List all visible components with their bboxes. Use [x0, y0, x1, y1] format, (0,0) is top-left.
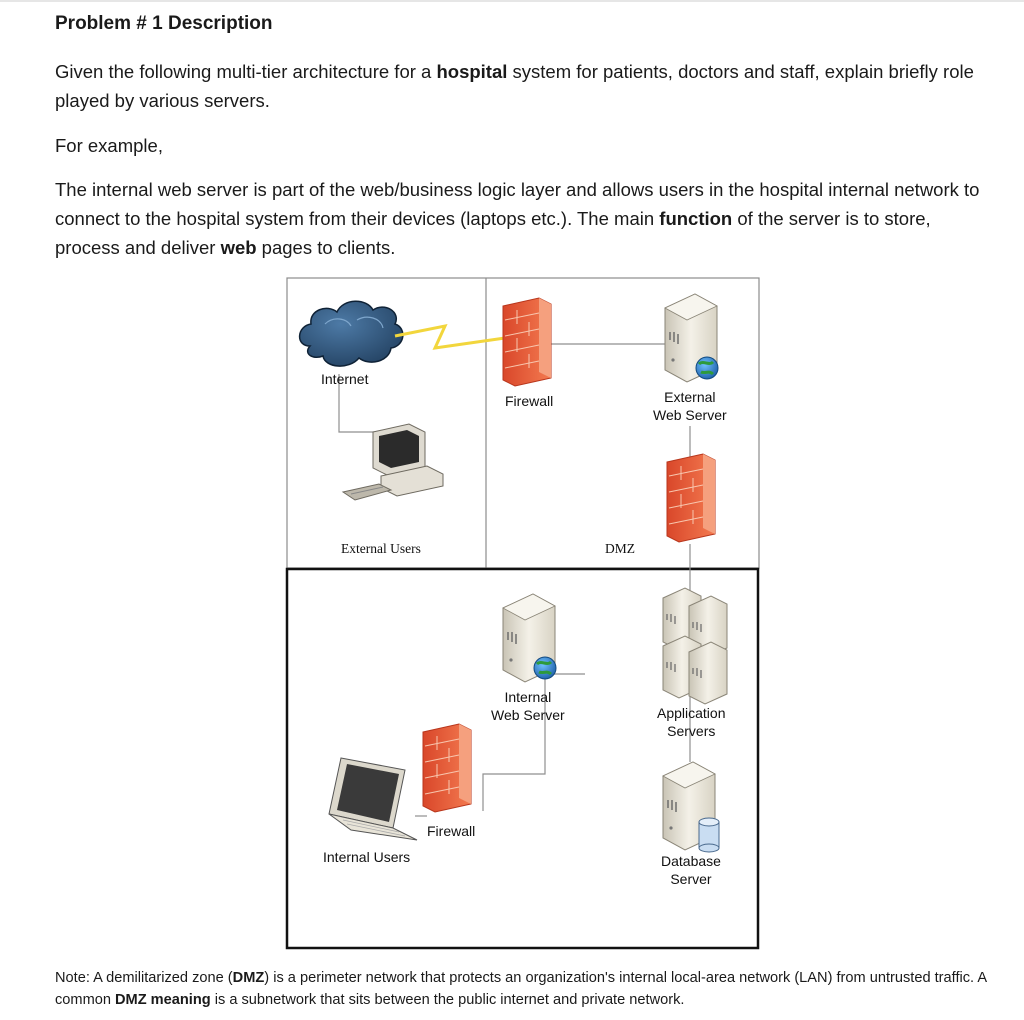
connection-lines	[338, 343, 691, 817]
note-bold-dmz-meaning: DMZ meaning	[115, 992, 211, 1008]
firewall-icon-bottom	[422, 723, 472, 813]
database-icon	[698, 817, 720, 853]
external-web-server-label: External Web Server	[653, 389, 727, 423]
diagram-canvas	[285, 277, 760, 950]
internal-users-label: Internal Users	[323, 849, 411, 865]
intro-text-end: system for patients, doctors and staff, …	[55, 61, 974, 111]
internal-web-server-label: Internal Web Server	[491, 689, 565, 723]
page-title: Problem # 1 Description	[55, 13, 273, 34]
example-lead: For example,	[55, 135, 163, 156]
note-text-end: is a subnetwork that sits between the pu…	[210, 992, 685, 1008]
example-bold-function: function	[659, 208, 733, 229]
network-architecture-diagram: Internet Firewall External Web Server Ex…	[285, 276, 763, 952]
database-server-label: Database Server	[661, 853, 721, 887]
example-text: The internal web server is part of the w…	[55, 179, 980, 229]
dmz-label: DMZ	[605, 541, 635, 556]
firewall-bottom-label: Firewall	[427, 823, 476, 839]
firewall-icon-top	[502, 297, 552, 387]
page-top-rule	[0, 0, 1024, 2]
example-bold-web: web	[220, 237, 257, 258]
note-bold-dmz: DMZ	[232, 970, 265, 986]
intro-bold-text: hospital	[436, 61, 508, 82]
server-icon-application	[662, 587, 728, 705]
internal-web-to-firewall-line	[482, 673, 585, 811]
globe-icon-external	[695, 356, 719, 380]
example-text-mid: of the server is to store, process and d…	[55, 208, 931, 258]
dmz-note: Note: A demilitarized zone (DMZ) is a pe…	[55, 967, 1000, 1011]
globe-icon-internal	[533, 656, 557, 680]
intro-paragraph: Given the following multi-tier architect…	[55, 57, 985, 115]
laptop-icon	[328, 757, 418, 841]
internet-label: Internet	[321, 371, 369, 387]
intro-text: Given the following multi-tier architect…	[55, 61, 437, 82]
note-text: Note: A demilitarized zone (	[55, 970, 233, 986]
lightning-link-icon	[394, 323, 506, 350]
internal-network-zone	[285, 567, 760, 950]
example-text-end: pages to clients.	[256, 237, 396, 258]
internet-to-external-users-line	[338, 374, 385, 433]
firewall-icon-dmz	[666, 453, 716, 543]
note-text-mid: ) is a perimeter network that protects a…	[55, 970, 987, 1008]
application-servers-label: Application Servers	[657, 705, 726, 739]
cloud-icon	[298, 300, 404, 367]
example-paragraph: The internal web server is part of the w…	[55, 175, 985, 262]
firewall-top-label: Firewall	[505, 393, 554, 409]
desktop-computer-icon	[341, 423, 444, 501]
external-users-label: External Users	[341, 541, 421, 556]
